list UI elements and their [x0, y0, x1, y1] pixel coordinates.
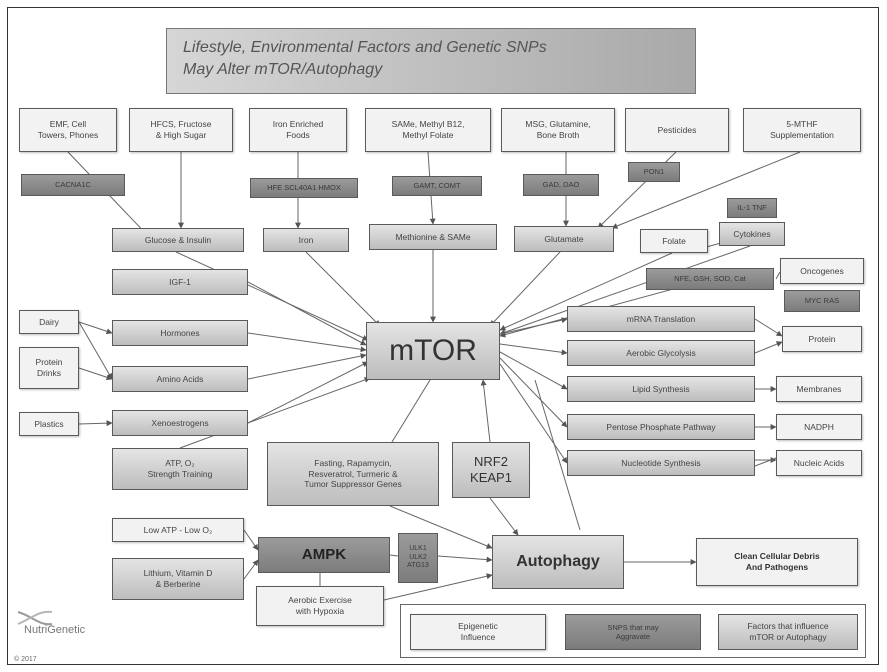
node-same-b12: SAMe, Methyl B12, Methyl Folate — [365, 108, 491, 152]
connector-line — [611, 151, 801, 229]
node-glucose: Glucose & Insulin — [112, 228, 244, 252]
node-lithium: Lithium, Vitamin D & Berberine — [112, 558, 244, 600]
connector-line — [383, 573, 493, 601]
connector-line — [243, 559, 259, 580]
connector-line — [78, 367, 113, 381]
connector-line — [480, 379, 491, 443]
node-iron: Iron — [263, 228, 349, 252]
connector-line — [179, 377, 371, 449]
node-clean: Clean Cellular Debris And Pathogens — [696, 538, 858, 586]
node-mrna: mRNA Translation — [567, 306, 755, 332]
connector-line — [489, 497, 519, 536]
node-aerobic-exercise: Aerobic Exercise with Hypoxia — [256, 586, 384, 626]
node-pesticides: Pesticides — [625, 108, 729, 152]
node-nadph: NADPH — [776, 414, 862, 440]
logo-text: NutriGenetic — [24, 624, 86, 636]
connector-line — [499, 252, 673, 331]
snp-nfe: NFE, GSH, SOD, Cat — [646, 268, 774, 290]
connector-line — [754, 457, 777, 467]
node-lipid: Lipid Synthesis — [567, 376, 755, 402]
node-protein-drinks: Protein Drinks — [19, 347, 79, 389]
node-low-atp: Low ATP - Low O₂ — [112, 518, 244, 542]
connector-line — [67, 151, 153, 241]
node-protein: Protein — [782, 326, 862, 352]
connector-line — [247, 361, 369, 424]
snp-cacna1c: CACNA1C — [21, 174, 125, 196]
node-folate: Folate — [640, 229, 708, 253]
legend-snps: SNPS that may Aggravate — [565, 614, 701, 650]
connector-line — [499, 245, 751, 336]
snp-il1: IL-1 TNF — [727, 198, 777, 218]
connector-line — [247, 332, 367, 353]
legend-epigenetic: Epigenetic Influence — [410, 614, 546, 650]
diagram-title: Lifestyle, Environmental Factors and Gen… — [166, 28, 696, 94]
dna-logo-icon — [17, 610, 53, 626]
node-amino: Amino Acids — [112, 366, 248, 392]
node-autophagy: Autophagy — [492, 535, 624, 589]
connector-line — [247, 353, 367, 380]
node-hfcs: HFCS, Fructose & High Sugar — [129, 108, 233, 152]
node-plastics: Plastics — [19, 412, 79, 436]
node-fasting: Fasting, Rapamycin, Resveratrol, Turmeri… — [267, 442, 439, 506]
connector-line — [78, 420, 113, 427]
connector-line — [499, 363, 568, 464]
node-nucleic: Nucleic Acids — [776, 450, 862, 476]
node-pentose: Pentose Phosphate Pathway — [567, 414, 755, 440]
snp-pon1: PON1 — [628, 162, 680, 182]
connector-line — [389, 554, 399, 557]
copyright: © 2017 — [14, 656, 37, 663]
snp-gamt: GAMT, COMT — [392, 176, 482, 196]
connector-line — [247, 281, 367, 346]
node-xeno: Xenoestrogens — [112, 410, 248, 436]
node-mtor: mTOR — [366, 322, 500, 380]
snp-myc: MYC RAS — [784, 290, 860, 312]
node-atp-strength: ATP, O₂ Strength Training — [112, 448, 248, 490]
connector-line — [305, 251, 381, 327]
snp-hfe: HFE SCL40A1 HMOX — [250, 178, 358, 198]
connector-line — [499, 357, 568, 428]
node-emf: EMF, Cell Towers, Phones — [19, 108, 117, 152]
node-nrf2: NRF2 KEAP1 — [452, 442, 530, 498]
node-igf: IGF-1 — [112, 269, 248, 295]
node-dairy: Dairy — [19, 310, 79, 334]
node-glutamate: Glutamate — [514, 226, 614, 252]
connector-line — [389, 505, 493, 549]
diagram-frame — [7, 7, 879, 665]
connector-line — [754, 318, 783, 337]
node-methionine: Methionine & SAMe — [369, 224, 497, 250]
title-line-2: May Alter mTOR/Autophagy — [183, 60, 383, 78]
connector-line — [78, 321, 113, 380]
node-ampk: AMPK — [258, 537, 390, 573]
connector-line — [499, 317, 568, 335]
node-nucleotide: Nucleotide Synthesis — [567, 450, 755, 476]
node-msg: MSG, Glutamine, Bone Broth — [501, 108, 615, 152]
connector-line — [243, 529, 259, 551]
connector-line — [391, 379, 431, 443]
connector-line — [775, 271, 781, 280]
node-cytokines: Cytokines — [719, 222, 785, 246]
title-line-1: Lifestyle, Environmental Factors and Gen… — [183, 39, 547, 56]
node-mthf: 5-MTHF Supplementation — [743, 108, 861, 152]
connector-line — [78, 321, 113, 335]
node-oncogenes: Oncogenes — [780, 258, 864, 284]
connector-line — [499, 351, 568, 390]
connector-line — [754, 341, 783, 354]
node-hormones: Hormones — [112, 320, 248, 346]
connector-line — [499, 343, 568, 356]
legend-factors: Factors that influence mTOR or Autophagy — [718, 614, 858, 650]
node-iron-foods: Iron Enriched Foods — [249, 108, 347, 152]
node-glycolysis: Aerobic Glycolysis — [567, 340, 755, 366]
connector-line — [437, 555, 493, 563]
connector-line — [489, 251, 561, 327]
snp-gad: GAD, DAO — [523, 174, 599, 196]
snp-ulk: ULK1 ULK2 ATG13 — [398, 533, 438, 583]
node-membranes: Membranes — [776, 376, 862, 402]
connector-line — [175, 251, 369, 341]
connector-line — [534, 379, 581, 531]
